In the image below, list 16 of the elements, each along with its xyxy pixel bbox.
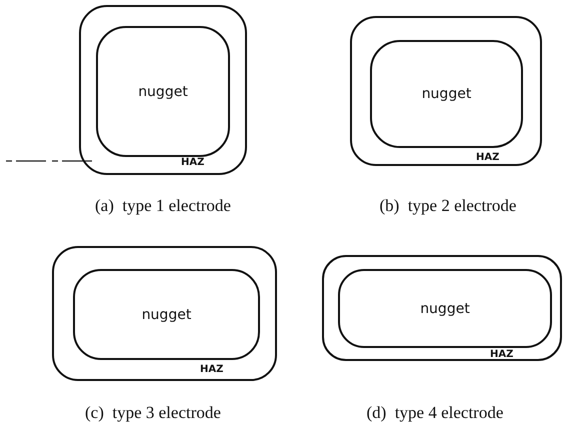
- nugget-outline: nugget: [96, 26, 230, 157]
- haz-outline: [52, 246, 277, 381]
- nugget-outline: nugget: [370, 40, 523, 148]
- region-label: HAZ: [476, 152, 500, 163]
- haz-outline: [79, 5, 247, 175]
- nugget-outline: nugget: [338, 269, 552, 348]
- caption: (c) type 3 electrode: [85, 403, 221, 423]
- nugget-outline: nugget: [73, 269, 260, 360]
- region-label: HAZ: [181, 157, 204, 168]
- caption: (d) type 4 electrode: [366, 403, 504, 423]
- haz-outline: [322, 255, 562, 361]
- region-label: HAZ: [200, 364, 224, 375]
- caption: (a) type 1 electrode: [95, 196, 231, 216]
- caption: (b) type 2 electrode: [380, 196, 516, 216]
- region-label: HAZ: [490, 349, 514, 360]
- haz-outline: [350, 16, 542, 166]
